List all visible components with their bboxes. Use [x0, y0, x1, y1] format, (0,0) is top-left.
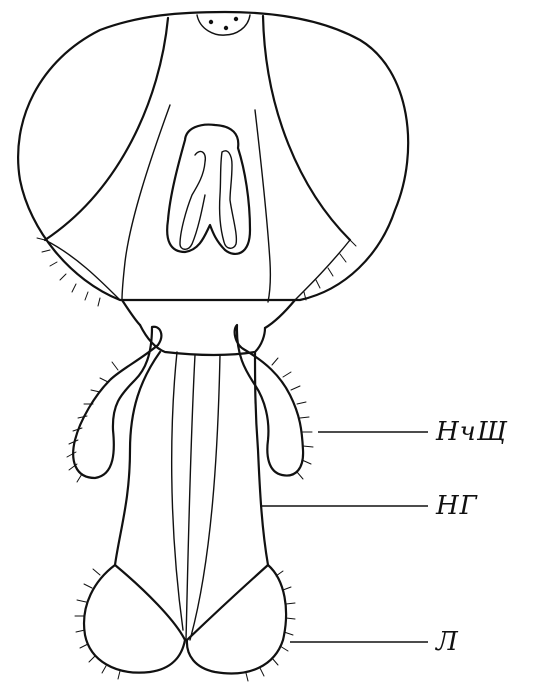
proboscis-rib-3 — [190, 355, 220, 640]
label-l: Л — [436, 629, 459, 655]
proboscis-rib-1 — [172, 352, 183, 630]
right-eye-boundary — [263, 16, 350, 240]
antennal-base — [167, 125, 250, 254]
ocellar-spot — [197, 15, 250, 35]
right-eye-lower — [295, 240, 350, 300]
left-eye-lower — [45, 240, 120, 300]
right-antenna — [220, 151, 237, 248]
left-antenna — [180, 151, 205, 249]
labellum-right — [187, 565, 286, 673]
head-outline — [18, 12, 408, 300]
right-maxillary-palp — [235, 325, 303, 476]
labellum-left — [84, 565, 185, 673]
left-facial-groove — [122, 105, 170, 300]
right-facial-groove — [255, 110, 270, 302]
neck-upper — [122, 300, 140, 325]
neck-upper-right — [265, 300, 295, 328]
left-eye-boundary — [45, 18, 168, 240]
proboscis-rib-2 — [186, 355, 195, 640]
label-nchshch: НчЩ — [436, 419, 508, 445]
label-ng: НГ — [436, 493, 478, 519]
left-maxillary-palp — [73, 327, 161, 478]
